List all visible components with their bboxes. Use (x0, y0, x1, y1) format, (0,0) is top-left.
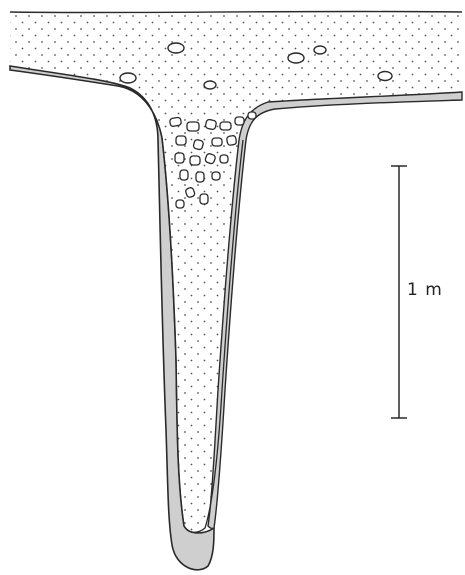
scale-bar (391, 166, 407, 418)
pebble (314, 46, 326, 54)
pebble (288, 53, 304, 63)
wedge-rim-right (208, 92, 462, 529)
scale-bar-label: 1 m (407, 280, 443, 300)
pebble (378, 72, 392, 81)
pebble (168, 43, 184, 53)
pebble (120, 73, 136, 83)
pebble (204, 81, 216, 89)
upper-sediment-layer (10, 11, 462, 532)
